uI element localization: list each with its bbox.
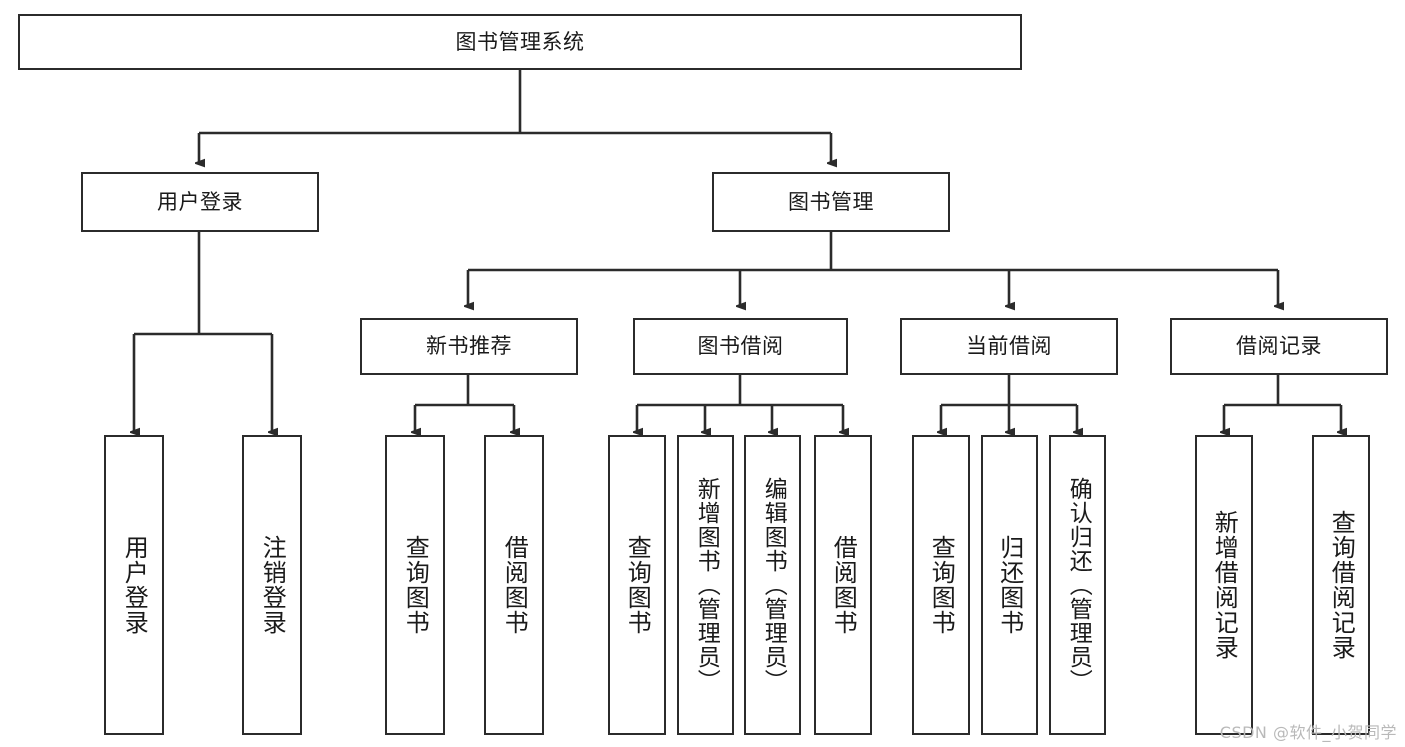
node-label: 查询图书	[401, 535, 430, 635]
node-root[interactable]: 图书管理系统	[18, 14, 1022, 70]
node-label: 查询图书	[927, 535, 956, 635]
leaf-user-login[interactable]: 用户登录	[104, 435, 164, 735]
leaf-edit-book-admin[interactable]: 编辑图书（管理员）	[744, 435, 801, 735]
node-label: 借阅记录	[1236, 334, 1322, 359]
node-label: 归还图书	[995, 535, 1024, 635]
node-label: 新增借阅记录	[1210, 510, 1239, 660]
node-label: 借阅图书	[500, 535, 529, 635]
node-label: 确认归还（管理员）	[1065, 477, 1092, 693]
node-label: 用户登录	[120, 535, 149, 635]
node-label: 当前借阅	[966, 334, 1052, 359]
leaf-add-book-admin[interactable]: 新增图书（管理员）	[677, 435, 734, 735]
leaf-return-book[interactable]: 归还图书	[981, 435, 1038, 735]
leaf-borrow-book[interactable]: 借阅图书	[814, 435, 872, 735]
node-label: 查询借阅记录	[1327, 510, 1356, 660]
leaf-query-borrow-record[interactable]: 查询借阅记录	[1312, 435, 1370, 735]
leaf-confirm-return-admin[interactable]: 确认归还（管理员）	[1049, 435, 1106, 735]
node-label: 图书管理	[788, 189, 874, 214]
leaf-query-book-current[interactable]: 查询图书	[912, 435, 970, 735]
leaf-borrow-book-newbook[interactable]: 借阅图书	[484, 435, 544, 735]
node-user-login[interactable]: 用户登录	[81, 172, 319, 232]
node-label: 注销登录	[258, 535, 287, 635]
leaf-logout[interactable]: 注销登录	[242, 435, 302, 735]
node-label: 新书推荐	[426, 334, 512, 359]
node-borrow-record[interactable]: 借阅记录	[1170, 318, 1388, 375]
node-label: 新增图书（管理员）	[693, 477, 720, 693]
leaf-query-book-newbook[interactable]: 查询图书	[385, 435, 445, 735]
node-label: 借阅图书	[829, 535, 858, 635]
leaf-query-book-borrow[interactable]: 查询图书	[608, 435, 666, 735]
node-label: 编辑图书（管理员）	[760, 477, 787, 693]
node-new-book-recommend[interactable]: 新书推荐	[360, 318, 578, 375]
node-book-management[interactable]: 图书管理	[712, 172, 950, 232]
node-label: 图书管理系统	[455, 29, 585, 54]
watermark: CSDN @软件_小贺同学	[1219, 723, 1397, 742]
node-label: 查询图书	[623, 535, 652, 635]
node-current-borrow[interactable]: 当前借阅	[900, 318, 1118, 375]
node-label: 图书借阅	[697, 334, 784, 359]
node-label: 用户登录	[157, 189, 243, 214]
node-book-borrow[interactable]: 图书借阅	[633, 318, 848, 375]
leaf-add-borrow-record[interactable]: 新增借阅记录	[1195, 435, 1253, 735]
